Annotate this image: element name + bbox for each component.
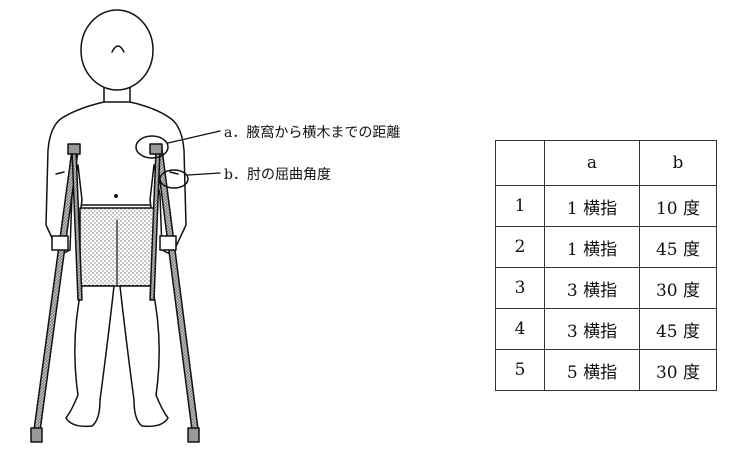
table-cell: 45 度 xyxy=(639,308,717,350)
table-cell: 4 xyxy=(495,308,545,350)
leader-b xyxy=(187,172,221,176)
crutch-right xyxy=(149,143,200,443)
legs xyxy=(65,285,169,428)
table-cell: 30 度 xyxy=(639,349,717,391)
table-header-row: a b xyxy=(495,140,717,186)
header-cell: a xyxy=(544,140,640,186)
header-cell: b xyxy=(639,140,717,186)
table-cell: 1 横指 xyxy=(544,226,640,268)
table-cell: 1 xyxy=(495,185,545,227)
body xyxy=(45,101,187,256)
table-cell: 5 xyxy=(495,349,545,391)
callout-elbow xyxy=(159,169,189,189)
table-cell: 45 度 xyxy=(639,226,717,268)
callout-axilla xyxy=(135,135,169,159)
answer-table: a b 1 1 横指 10 度 2 1 横指 45 度 3 3 横指 30 度 … xyxy=(495,140,717,391)
label-armpit-distance: a．腋窩から横木までの距離 xyxy=(224,125,401,141)
table-row: 1 1 横指 10 度 xyxy=(495,185,717,227)
head xyxy=(80,9,154,105)
table-cell: 3 横指 xyxy=(544,308,640,350)
table-cell: 3 横指 xyxy=(544,267,640,309)
table-cell: 30 度 xyxy=(639,267,717,309)
table-cell: 1 横指 xyxy=(544,185,640,227)
table-cell: 2 xyxy=(495,226,545,268)
crutch-figure xyxy=(30,9,221,443)
table-cell: 10 度 xyxy=(639,185,717,227)
table-cell: 3 xyxy=(495,267,545,309)
label-elbow-angle: b．肘の屈曲角度 xyxy=(224,167,331,183)
table-row: 3 3 横指 30 度 xyxy=(495,267,717,309)
table-row: 5 5 横指 30 度 xyxy=(495,349,717,391)
crutch-left xyxy=(30,143,83,443)
table-row: 2 1 横指 45 度 xyxy=(495,226,717,268)
leader-a xyxy=(167,130,221,144)
table-row: 4 3 横指 45 度 xyxy=(495,308,717,350)
table-cell: 5 横指 xyxy=(544,349,640,391)
header-cell xyxy=(495,140,545,186)
